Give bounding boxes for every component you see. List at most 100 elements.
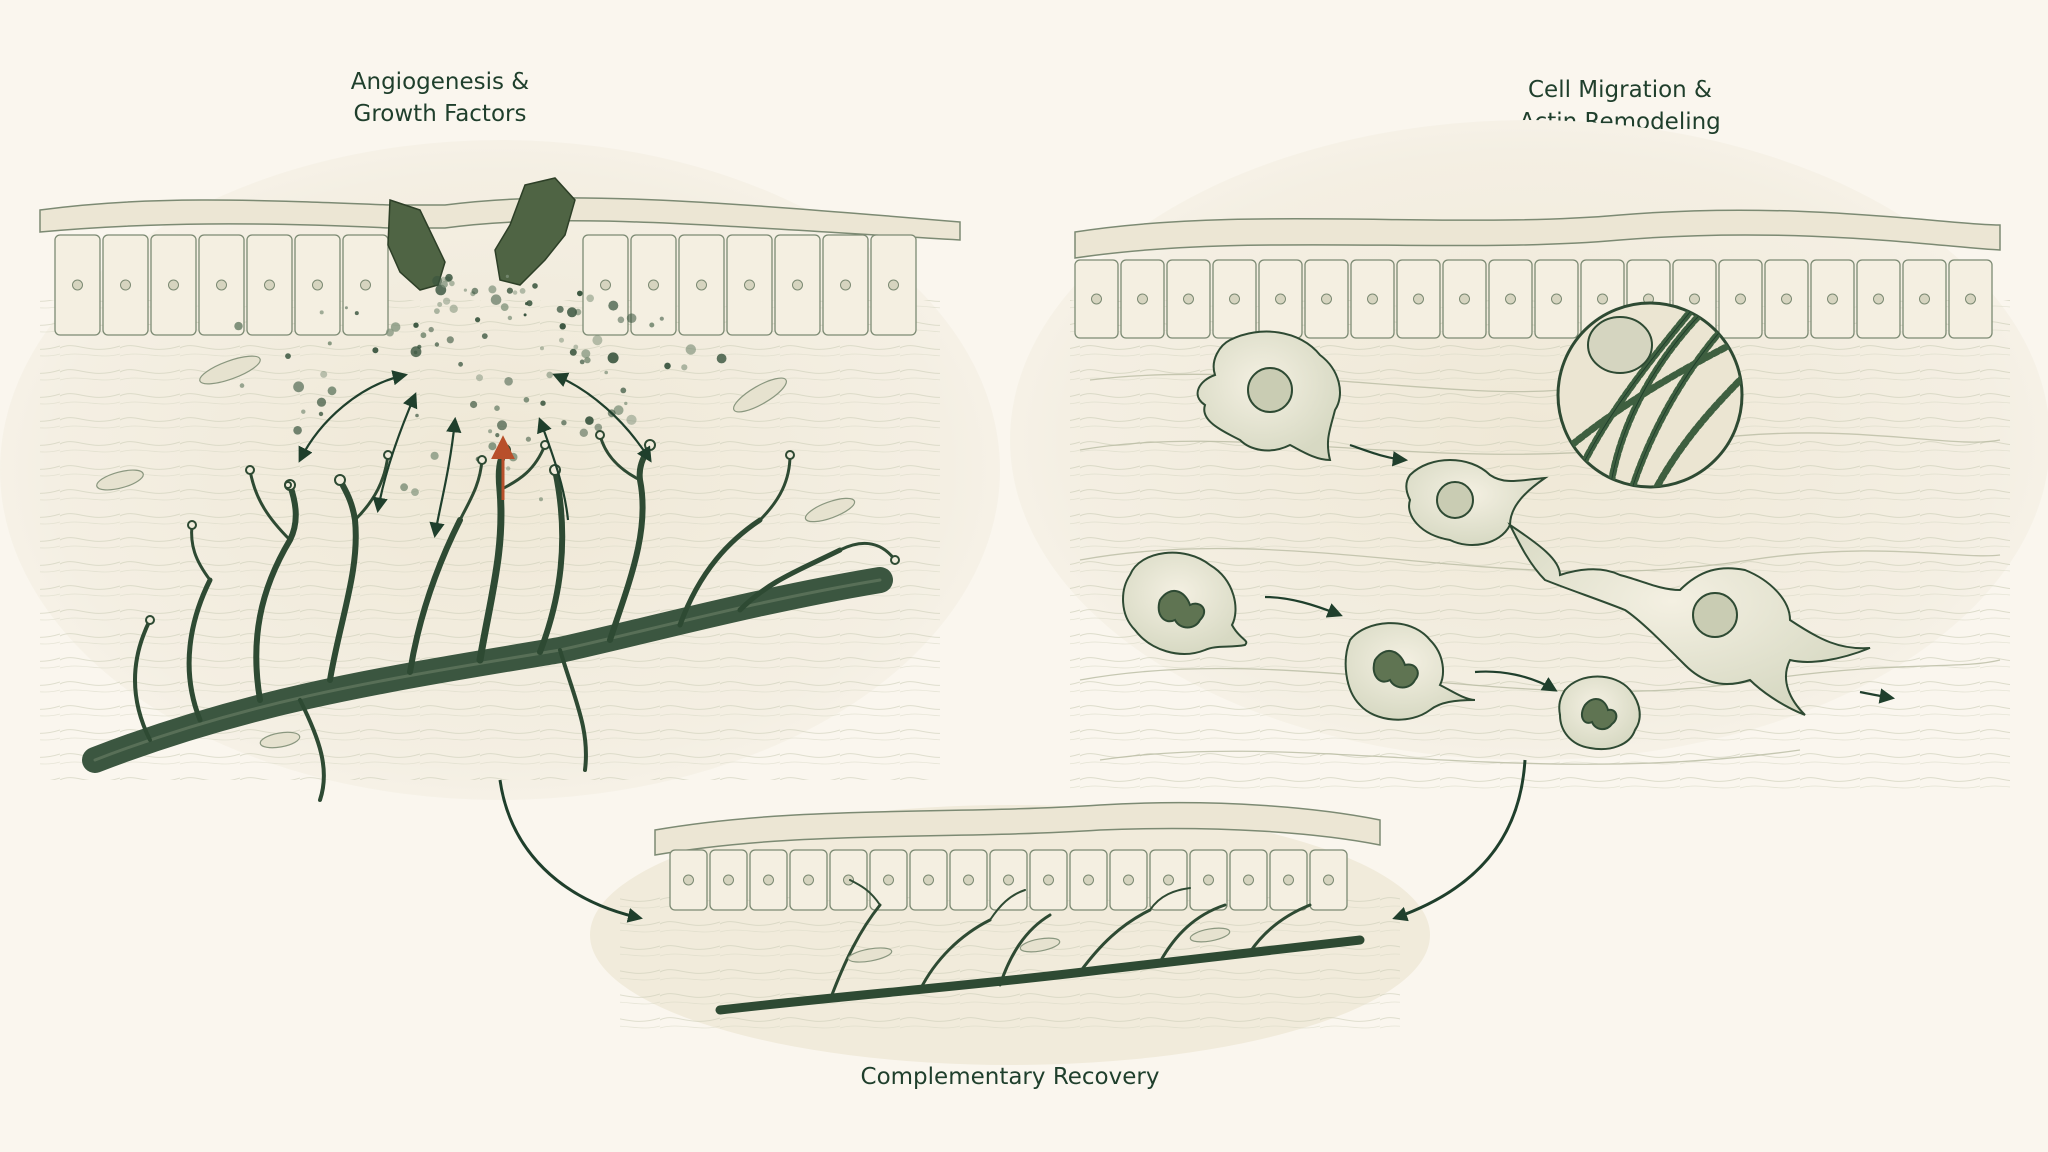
vessel-sprout (476, 446, 509, 664)
signal-arrow (537, 417, 570, 521)
growth-factor-particle (488, 429, 493, 434)
actin-zoom-inset (1556, 301, 1744, 489)
growth-factor-particle (620, 387, 627, 394)
recovery-vessel-network (715, 879, 1365, 1015)
epidermis-cell-nucleus (72, 279, 83, 291)
growth-factor-particle (567, 307, 577, 318)
epidermis-cell-nucleus (600, 279, 611, 291)
epidermis-cell-nucleus (1083, 874, 1094, 886)
vessel-sprout (677, 517, 763, 628)
epidermis-cell-nucleus (843, 874, 854, 886)
growth-factor-particle (441, 281, 448, 288)
growth-factor-particle (354, 311, 359, 316)
migration-arrow (1264, 595, 1343, 618)
epidermis-cell-nucleus (696, 279, 707, 291)
growth-factor-particle (293, 381, 304, 393)
epidermis-cell-nucleus (1505, 293, 1516, 305)
angiogenesis-title-line-2: Growth Factors (353, 101, 527, 127)
growth-factor-particle (594, 423, 603, 432)
growth-factor-particle (437, 302, 443, 307)
epidermis-cell-nucleus (923, 874, 934, 886)
signal-arrow (298, 370, 409, 463)
epidermis-cell-nucleus (723, 874, 734, 886)
growth-factor-particle (385, 328, 394, 337)
angiogenesis-stratum-layer (39, 197, 961, 241)
growth-factor-particle (411, 488, 419, 496)
growth-factor-particle (579, 359, 585, 365)
cell-nucleus (1247, 367, 1293, 413)
convergence-arrows (498, 759, 1527, 923)
epidermis-cell-nucleus (1827, 293, 1838, 305)
growth-factor-particle (608, 300, 619, 311)
growth-factor-particle (445, 273, 453, 282)
epidermis-cell-nucleus (648, 279, 659, 291)
epidermis-cell-nucleus (1873, 293, 1884, 305)
cell-nucleus (1436, 481, 1474, 519)
growth-factor-particle (585, 416, 594, 425)
growth-factor-particle (540, 346, 544, 351)
growth-factor-particle (504, 377, 513, 386)
growth-factor-particle (573, 344, 579, 350)
growth-factor-particle (446, 336, 454, 344)
zoom-cell-nucleus (1587, 316, 1653, 374)
growth-factor-particle (430, 451, 439, 460)
epidermis-cell-nucleus (264, 279, 275, 291)
epidermis-cell-nucleus (1459, 293, 1470, 305)
growth-factor-particle (649, 322, 655, 328)
growth-factor-particle (505, 274, 509, 278)
growth-factor-particle (327, 341, 332, 346)
recovery-title: Complementary Recovery (810, 1061, 1210, 1093)
epidermis-cell-nucleus (1163, 874, 1174, 886)
growth-factor-particle (344, 306, 348, 310)
growth-factor-particle (584, 356, 591, 364)
epidermis-cell-nucleus (1321, 293, 1332, 305)
angiogenesis-title-line-1: Angiogenesis & (350, 69, 530, 95)
epidermis-cell-nucleus (168, 279, 179, 291)
angiogenesis-epidermis-cells (54, 234, 917, 336)
neutrophil-nucleus (1157, 590, 1206, 629)
growth-factor-particle (420, 332, 427, 339)
vessel-sprout (186, 577, 213, 723)
epidermis-cell-nucleus (1229, 293, 1240, 305)
recovery-main-vessel (715, 935, 1365, 1015)
growth-factor-particle (434, 342, 440, 347)
growth-factor-particle (301, 409, 306, 414)
growth-factor-particle (449, 280, 455, 287)
growth-factor-particle (488, 285, 497, 294)
growth-factor-particle (617, 316, 625, 324)
growth-factor-particle (471, 287, 479, 295)
vessel-sprout (458, 458, 484, 522)
growth-factor-particle (428, 326, 434, 333)
epidermis-cell-nucleus (683, 874, 694, 886)
growth-factor-particle (415, 413, 419, 418)
growth-factor-particle (559, 337, 564, 343)
epidermis-cell-nucleus (1781, 293, 1792, 305)
epidermis-cell-nucleus (1367, 293, 1378, 305)
growth-factor-particle (490, 294, 502, 306)
epidermis-cell-nucleus (1275, 293, 1286, 305)
vessel-sprout (298, 698, 326, 802)
vessel-sprout (253, 482, 299, 703)
migration-arrow (1474, 670, 1558, 692)
neutrophil-nucleus (1581, 698, 1618, 730)
growth-factor-particle (664, 362, 671, 370)
growth-factor-particle (494, 405, 500, 412)
growth-factor-particle (239, 383, 245, 388)
epidermis-cell-nucleus (1043, 874, 1054, 886)
growth-factor-particle (577, 290, 583, 297)
epidermis-cell-nucleus (1137, 293, 1148, 305)
growth-factor-particle (540, 400, 546, 406)
epidermis-cell-nucleus (883, 874, 894, 886)
migration-arrow (1859, 688, 1896, 704)
growth-factor-particle (316, 397, 327, 407)
growth-factor-particle (523, 397, 530, 403)
growth-factor-particle (488, 442, 497, 451)
left-to-recovery-arrow (498, 779, 643, 923)
growth-factor-particle (440, 276, 447, 282)
epidermis-cell-nucleus (963, 874, 974, 886)
signal-arrow (552, 372, 652, 463)
epidermis-cell-nucleus (1091, 293, 1102, 305)
growth-factor-particle (532, 283, 538, 289)
growth-factor-particle (546, 371, 553, 379)
